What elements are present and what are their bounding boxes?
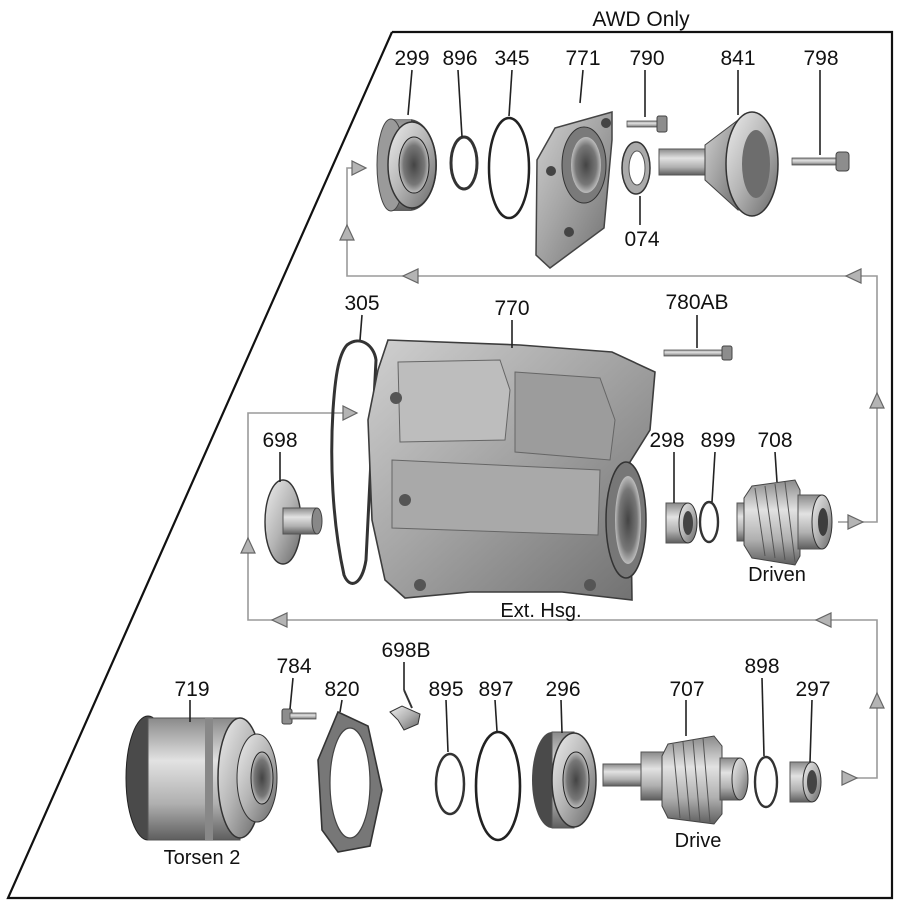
part-895-snap-ring <box>434 752 466 816</box>
label-770: 770 <box>494 297 529 320</box>
part-297-bearing <box>789 761 822 803</box>
part-305-gasket <box>330 339 378 585</box>
awd-only-title: AWD Only <box>592 8 690 31</box>
label-299: 299 <box>394 47 429 70</box>
arrow-left-top-row-1 <box>401 268 419 284</box>
label-708: 708 <box>757 429 792 452</box>
part-707-drive-gear <box>602 735 749 825</box>
arrow-left-middle-row-1 <box>270 612 288 628</box>
part-719-torsen-differential <box>125 715 278 841</box>
arrow-up-left-middle <box>240 536 256 554</box>
part-790-bolt <box>626 115 668 133</box>
label-345: 345 <box>494 47 529 70</box>
flow-arrows <box>240 160 885 786</box>
label-798: 798 <box>803 47 838 70</box>
part-897-seal-ring <box>474 730 522 842</box>
part-896-snap-ring <box>449 135 479 191</box>
part-074-washer <box>621 141 651 195</box>
arrow-left-top-row-2 <box>844 268 862 284</box>
part-899-snap-ring <box>698 500 720 544</box>
label-305: 305 <box>344 292 379 315</box>
part-780ab-bolt <box>663 345 733 361</box>
part-296-bearing <box>532 731 597 829</box>
middle-row-leaders <box>279 314 778 503</box>
part-820-gasket <box>317 710 383 853</box>
part-698 <box>264 479 323 565</box>
part-698b-clip <box>389 689 421 731</box>
arrow-right-into-housing <box>342 405 359 421</box>
label-719: 719 <box>174 678 209 701</box>
flow-line-middle <box>247 412 878 779</box>
arrow-up-right-top <box>869 391 885 409</box>
arrow-up-left-top <box>339 223 355 241</box>
label-898: 898 <box>744 655 779 678</box>
awd-only-frame <box>6 30 894 900</box>
part-708-driven-gear <box>736 479 833 566</box>
caption-torsen-2: Torsen 2 <box>164 847 241 869</box>
arrow-left-middle-row-2 <box>814 612 832 628</box>
top-row-leaders <box>407 69 821 225</box>
part-771-plate <box>535 111 613 269</box>
label-698b: 698B <box>381 639 430 662</box>
arrow-right-708 <box>847 514 865 530</box>
label-790: 790 <box>629 47 664 70</box>
arrow-right-into-299 <box>351 160 368 176</box>
bottom-row-leaders <box>189 662 813 763</box>
flow-lines <box>247 167 878 779</box>
label-074: 074 <box>624 228 659 251</box>
part-841-flange <box>658 111 779 217</box>
caption-ext-hsg: Ext. Hsg. <box>500 600 581 622</box>
arrow-right-297 <box>841 770 859 786</box>
part-784-bolt <box>281 708 317 725</box>
part-898-snap-ring <box>753 755 779 809</box>
label-895: 895 <box>428 678 463 701</box>
caption-drive: Drive <box>675 830 722 852</box>
label-771: 771 <box>565 47 600 70</box>
label-297: 297 <box>795 678 830 701</box>
label-784: 784 <box>276 655 311 678</box>
part-770-extension-housing <box>367 339 656 601</box>
label-841: 841 <box>720 47 755 70</box>
label-899: 899 <box>700 429 735 452</box>
label-296: 296 <box>545 678 580 701</box>
label-780ab: 780AB <box>665 291 728 314</box>
part-299-bearing <box>376 118 437 212</box>
label-896: 896 <box>442 47 477 70</box>
flow-line-top <box>346 167 878 523</box>
label-298: 298 <box>649 429 684 452</box>
label-698: 698 <box>262 429 297 452</box>
label-820: 820 <box>324 678 359 701</box>
part-345-seal-ring <box>487 116 531 220</box>
label-897: 897 <box>478 678 513 701</box>
part-798-bolt <box>791 151 850 172</box>
caption-driven: Driven <box>748 564 806 586</box>
label-707: 707 <box>669 678 704 701</box>
arrow-up-right-bottom <box>869 691 885 709</box>
part-298-needle-bearing <box>665 502 698 544</box>
